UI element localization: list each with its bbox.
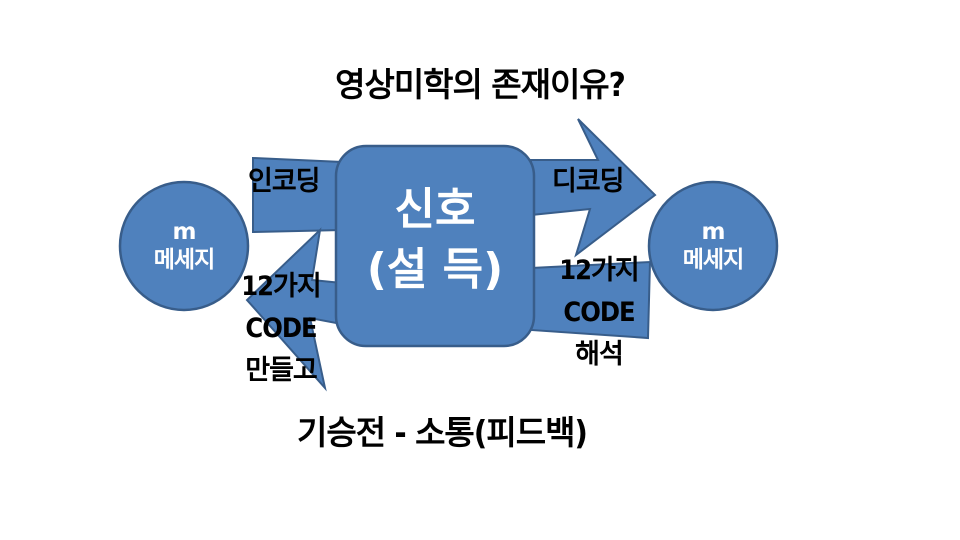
left-circle-text: m 메세지 <box>120 218 248 274</box>
signal-box-line1: 신호 <box>394 184 476 235</box>
interpret-code-line3: 해석 <box>575 339 624 370</box>
right-circle-text: m 메세지 <box>649 218 777 274</box>
make-code-label: 12가지 CODE 만들고 <box>238 266 324 392</box>
interpret-code-line2: CODE <box>563 297 635 328</box>
right-message-circle <box>647 180 779 312</box>
decoding-arrow <box>530 118 657 258</box>
interpret-code-line1: 12가지 <box>559 255 639 286</box>
right-circle-line2: 메세지 <box>682 247 744 273</box>
slide-footer: 기승전 - 소통(피드백) <box>297 413 588 452</box>
left-circle-line1: m <box>172 219 197 245</box>
left-circle-line2: 메세지 <box>153 247 215 273</box>
code-making-arrow <box>245 227 344 392</box>
signal-box-line2: (설 득) <box>366 244 504 295</box>
make-code-line3: 만들고 <box>245 355 318 386</box>
encoding-label: 인코딩 <box>248 166 321 197</box>
signal-box <box>334 144 536 348</box>
interpret-code-label: 12가지 CODE 해석 <box>556 250 642 376</box>
right-circle-line1: m <box>701 219 726 245</box>
signal-box-text: 신호 (설 득) <box>336 180 534 300</box>
make-code-line2: CODE <box>245 313 317 344</box>
decoding-label: 디코딩 <box>552 166 625 197</box>
left-message-circle <box>118 180 250 312</box>
make-code-line1: 12가지 <box>241 271 321 302</box>
slide-title: 영상미학의 존재이유? <box>335 65 626 104</box>
